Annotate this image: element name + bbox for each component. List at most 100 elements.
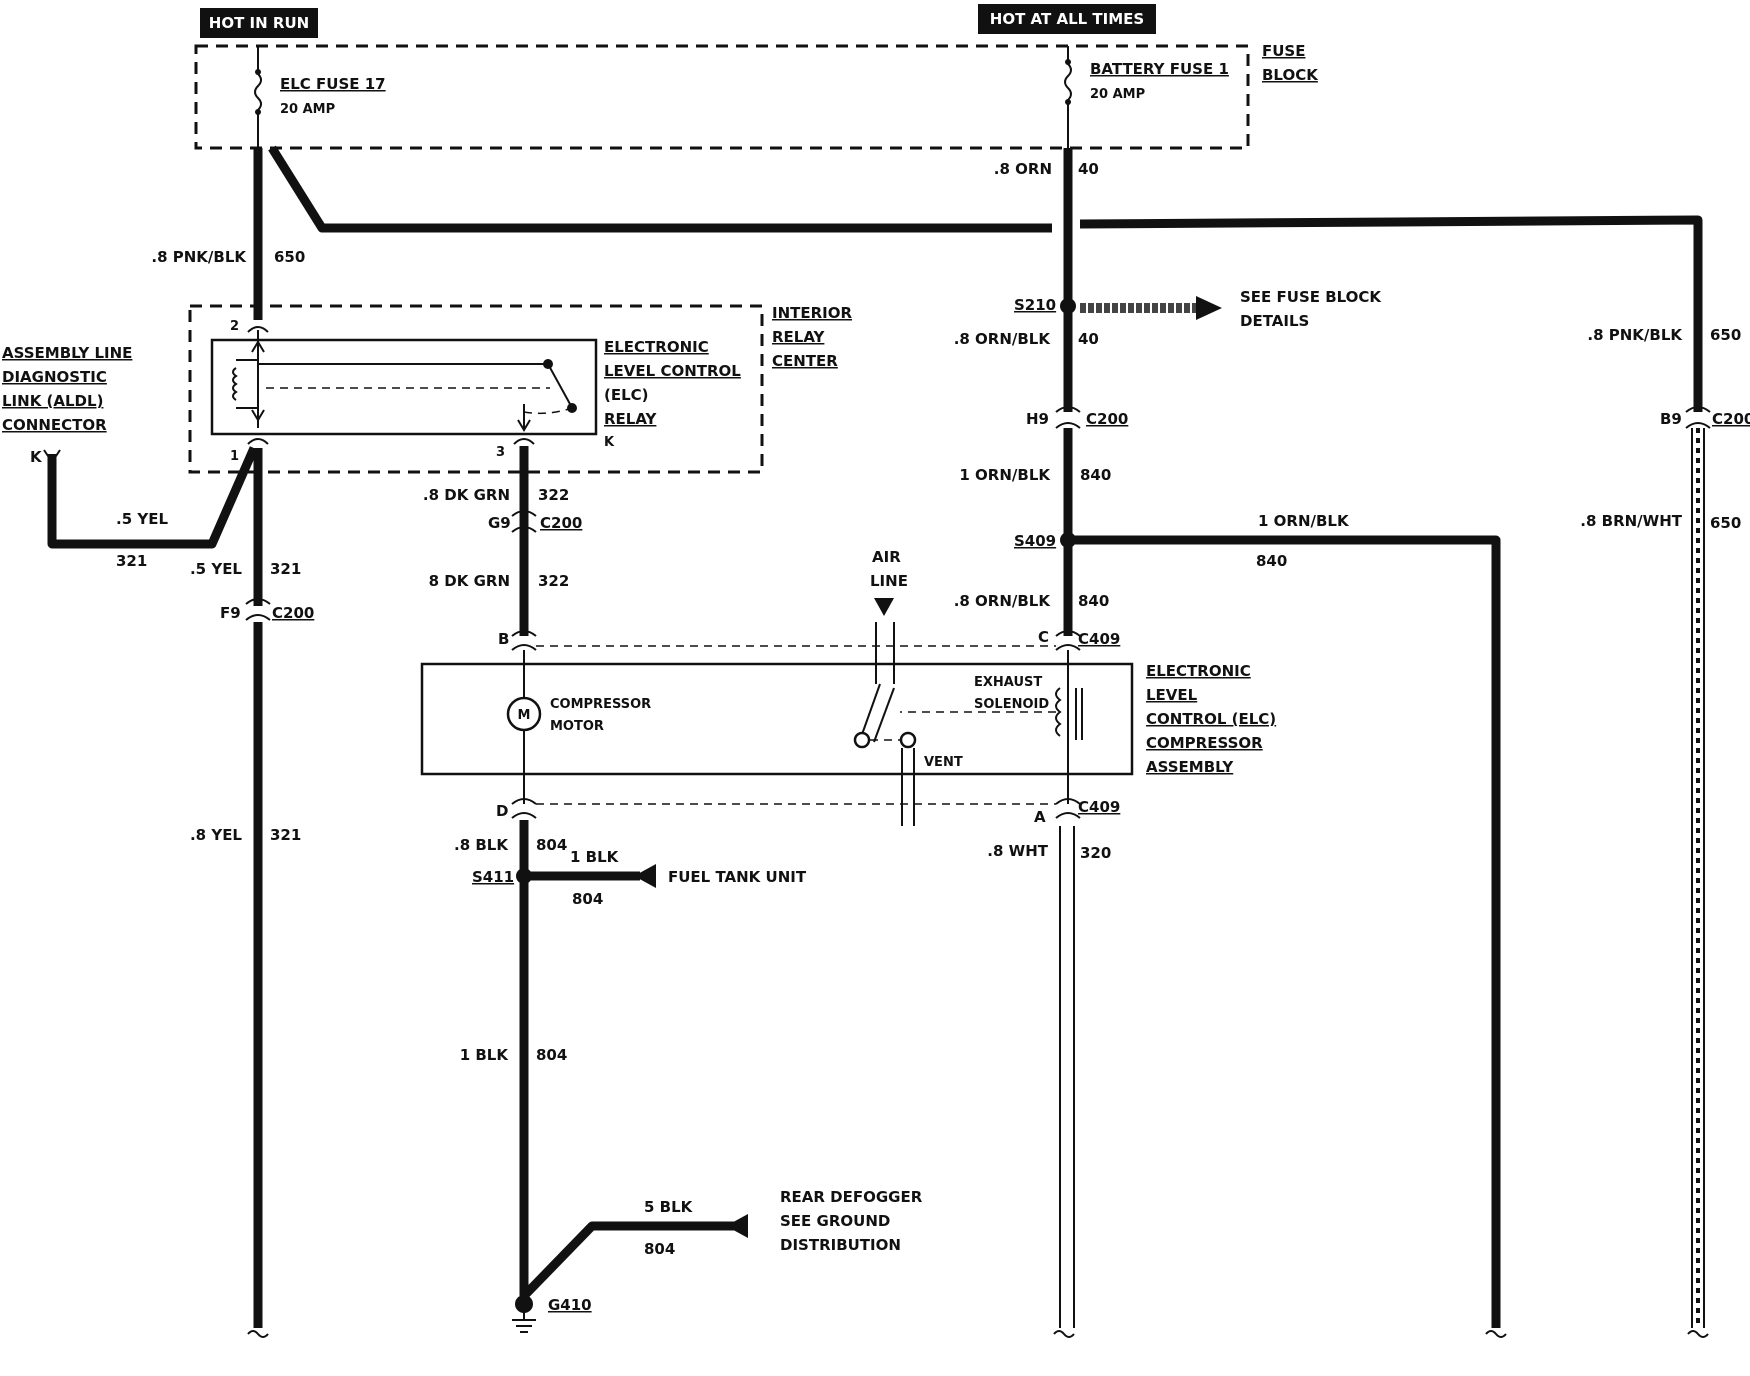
connector-c409-top — [1055, 630, 1081, 651]
compressor-assembly-box — [420, 662, 1134, 776]
wire-label: 1 ORN/BLK — [1258, 512, 1350, 530]
elc-assembly-label-2: LEVEL — [1146, 686, 1198, 704]
hot-at-all-times-label: HOT AT ALL TIMES — [978, 4, 1156, 34]
svg-text:M: M — [518, 708, 531, 723]
battery-fuse-name: BATTERY FUSE 1 — [1090, 60, 1229, 78]
wire-number: 804 — [572, 890, 603, 908]
relay-center-label-2: RELAY — [772, 328, 826, 346]
arrow-right-icon — [1080, 296, 1222, 320]
c200-label-d: C200 — [1712, 410, 1750, 428]
arrow-left-icon — [634, 864, 656, 888]
see-fuse-block-2: DETAILS — [1240, 312, 1309, 330]
air-line-label-1: AIR — [872, 548, 901, 566]
g410-label: G410 — [548, 1296, 592, 1314]
aldl-label-2: DIAGNOSTIC — [2, 368, 107, 386]
c200-label-a: C200 — [272, 604, 314, 622]
exhaust-solenoid-label-2: SOLENOID — [974, 697, 1049, 712]
air-line-label-2: LINE — [870, 572, 908, 590]
wire-number: 840 — [1256, 552, 1287, 570]
elc-assembly-label-4: COMPRESSOR — [1146, 734, 1263, 752]
wire-label: .8 ORN/BLK — [954, 592, 1052, 610]
rear-defogger-3: DISTRIBUTION — [780, 1236, 901, 1254]
relay-pin-3-terminal — [513, 438, 535, 445]
splice-s210 — [1060, 298, 1076, 314]
break-tilde-icon — [1053, 1330, 1075, 1338]
h9-label: H9 — [1026, 410, 1049, 428]
pin-b-label: B — [498, 630, 509, 648]
aldl-terminal-icon — [43, 449, 61, 464]
relay-coil-icon — [232, 330, 577, 432]
aldl-label-1: ASSEMBLY LINE — [2, 344, 132, 362]
hot-in-run-label: HOT IN RUN — [200, 8, 318, 38]
svg-text:HOT IN RUN: HOT IN RUN — [209, 14, 309, 32]
break-tilde-icon — [1687, 1330, 1709, 1338]
wire-804-defog — [520, 1221, 734, 1300]
wire-label: .8 PNK/BLK — [151, 248, 247, 266]
wire-label: 5 BLK — [644, 1198, 694, 1216]
elc-relay-label-1: ELECTRONIC — [604, 338, 709, 356]
relay-center-label-3: CENTER — [772, 352, 838, 370]
break-tilde-icon — [247, 1330, 269, 1338]
wire-number: 650 — [274, 248, 305, 266]
s210-label: S210 — [1014, 296, 1056, 314]
c200-label-c: C200 — [1086, 410, 1128, 428]
wire-321-aldl — [47, 446, 259, 549]
arrow-left-icon — [726, 1214, 748, 1238]
wire-label: .8 PNK/BLK — [1587, 326, 1683, 344]
ground-icon — [512, 1295, 536, 1333]
wire-label: 1 ORN/BLK — [959, 466, 1051, 484]
wire-650-cross — [268, 145, 1052, 233]
elc-relay-pin-letter: K — [604, 435, 615, 450]
wire-number: 40 — [1078, 160, 1099, 178]
wire-label: .8 BRN/WHT — [1580, 512, 1682, 530]
wire-number: 322 — [538, 486, 569, 504]
elc-relay-box — [210, 338, 598, 436]
solenoid-coil-icon — [900, 687, 1083, 740]
wire-number: 321 — [270, 826, 301, 844]
b9-label: B9 — [1660, 410, 1682, 428]
relay-pin-1-terminal — [247, 438, 269, 445]
air-line-valve — [853, 622, 917, 826]
elc-relay-label-2: LEVEL CONTROL — [604, 362, 741, 380]
interior-relay-center-box — [188, 304, 764, 474]
wire-number: 650 — [1710, 326, 1741, 344]
break-tilde-icon — [1485, 1330, 1507, 1338]
wire-number: 840 — [1080, 466, 1111, 484]
svg-text:HOT AT ALL TIMES: HOT AT ALL TIMES — [990, 10, 1144, 28]
wire-label: .8 YEL — [190, 826, 242, 844]
pin-a-label: A — [1034, 808, 1046, 826]
relay-pin-2-terminal — [247, 326, 269, 333]
wire-number: 804 — [644, 1240, 675, 1258]
wire-number: 650 — [1710, 514, 1741, 532]
wire-number: 840 — [1078, 592, 1109, 610]
connector-g9 — [511, 510, 537, 533]
wire-650-striped — [1691, 428, 1705, 1328]
relay-pin-3: 3 — [496, 445, 505, 460]
elc-relay-label-4: RELAY — [604, 410, 658, 428]
aldl-label-3: LINK (ALDL) — [2, 392, 103, 410]
wire-number: 322 — [538, 572, 569, 590]
pin-d-label: D — [496, 802, 508, 820]
wire-label: .8 ORN — [994, 160, 1052, 178]
fuse-icon — [254, 46, 262, 148]
exhaust-solenoid-label-1: EXHAUST — [974, 675, 1042, 690]
wire-number: 320 — [1080, 844, 1111, 862]
splice-s409 — [1060, 532, 1076, 548]
wire-label: 1 BLK — [570, 848, 620, 866]
c200-label-b: C200 — [540, 514, 582, 532]
wire-number: 321 — [270, 560, 301, 578]
wire-label: .5 YEL — [190, 560, 242, 578]
rear-defogger-2: SEE GROUND — [780, 1212, 890, 1230]
relay-pin-1: 1 — [230, 449, 239, 464]
wire-label: .8 DK GRN — [423, 486, 510, 504]
connector-b9 — [1685, 406, 1711, 429]
wire-number: 804 — [536, 1046, 567, 1064]
connector-f9 — [245, 598, 271, 621]
wire-320 — [1059, 826, 1075, 1328]
s411-label: S411 — [472, 868, 514, 886]
arrow-down-icon — [874, 598, 894, 616]
fuel-tank-unit-label: FUEL TANK UNIT — [668, 868, 807, 886]
wire-label: 1 BLK — [460, 1046, 510, 1064]
vent-label: VENT — [924, 755, 963, 770]
splice-s411 — [516, 868, 532, 884]
